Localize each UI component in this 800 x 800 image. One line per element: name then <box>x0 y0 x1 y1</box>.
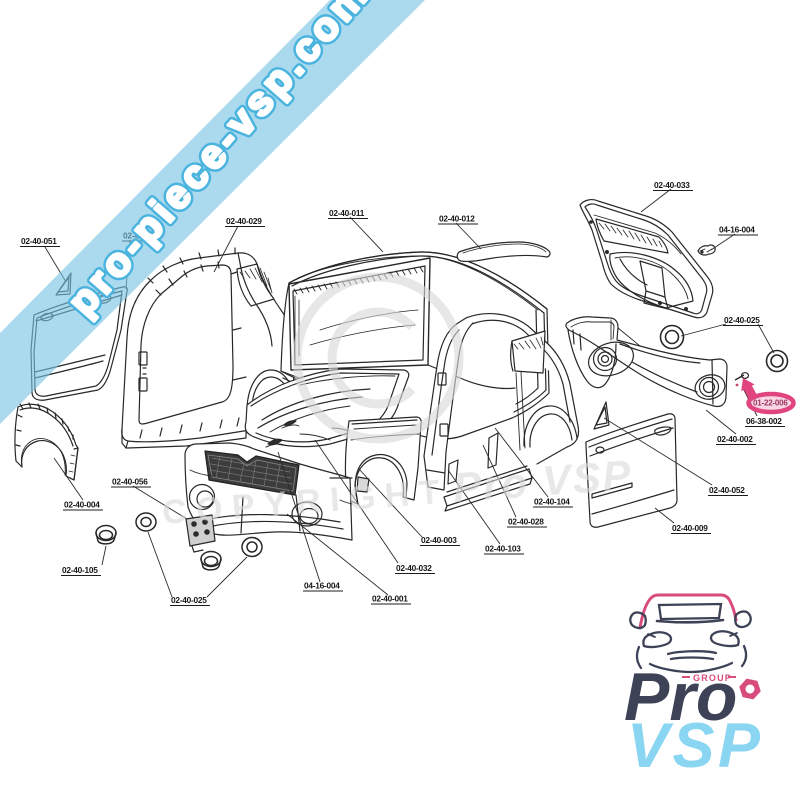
svg-text:02-40-002: 02-40-002 <box>717 434 753 444</box>
svg-text:01-22-006: 01-22-006 <box>753 399 788 408</box>
svg-text:02-40-052: 02-40-052 <box>709 485 745 495</box>
svg-text:02-40-056: 02-40-056 <box>112 477 148 487</box>
svg-text:02-40-025: 02-40-025 <box>724 315 760 325</box>
svg-text:02-40-103: 02-40-103 <box>485 544 521 554</box>
svg-text:02-40-001: 02-40-001 <box>372 594 408 604</box>
svg-text:GROUP: GROUP <box>693 673 732 683</box>
svg-text:02-40-011: 02-40-011 <box>329 208 365 218</box>
svg-text:02-40-029: 02-40-029 <box>226 216 262 226</box>
svg-text:06-38-002: 06-38-002 <box>746 416 782 426</box>
svg-text:04-16-004: 04-16-004 <box>719 225 755 235</box>
svg-text:02-40-025: 02-40-025 <box>171 595 207 605</box>
svg-text:Pro: Pro <box>624 659 737 735</box>
svg-text:02-40-003: 02-40-003 <box>421 535 457 545</box>
svg-text:02-40-105: 02-40-105 <box>62 565 98 575</box>
svg-text:02-40-104: 02-40-104 <box>534 497 570 507</box>
svg-text:VSP: VSP <box>627 711 764 781</box>
svg-text:02-40-009: 02-40-009 <box>672 523 708 533</box>
svg-text:04-16-004: 04-16-004 <box>304 581 340 591</box>
svg-text:02-40-028: 02-40-028 <box>508 517 544 527</box>
svg-text:02-40-033: 02-40-033 <box>654 180 690 190</box>
svg-text:02-40-012: 02-40-012 <box>439 214 475 224</box>
svg-text:02-40-004: 02-40-004 <box>64 500 100 510</box>
svg-text:02-40-032: 02-40-032 <box>396 563 432 573</box>
svg-text:02-40-051: 02-40-051 <box>21 236 57 246</box>
